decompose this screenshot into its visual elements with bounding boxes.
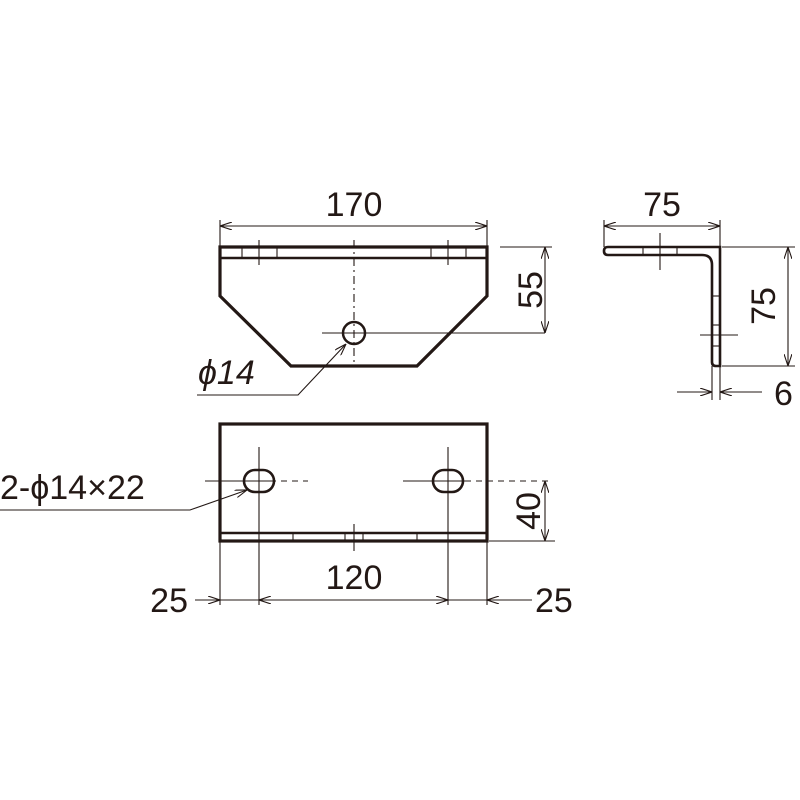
dim-label-120: 120 — [326, 559, 383, 597]
bottom-marks — [292, 524, 418, 551]
bottom-outline — [218, 422, 489, 543]
dim-label-55: 55 — [512, 271, 550, 309]
front-hole-marks — [241, 240, 467, 265]
side-view: 75 75 6 — [602, 186, 795, 413]
side-hole-marks — [642, 233, 738, 347]
slot-label: 2-ϕ14×22 — [0, 469, 145, 507]
dim-label-40: 40 — [510, 492, 548, 530]
dim-label-25-right: 25 — [535, 582, 573, 620]
dim-label-170: 170 — [326, 186, 383, 224]
dim-label-75-top: 75 — [643, 186, 681, 224]
hole-leader — [197, 344, 346, 396]
slot-leader — [0, 490, 247, 511]
dim-label-75-right: 75 — [745, 287, 783, 325]
hole-label: ϕ14 — [198, 354, 255, 392]
angle-profile — [602, 245, 722, 368]
dim-label-25-left: 25 — [150, 582, 188, 620]
front-view: 170 55 ϕ14 — [197, 186, 552, 396]
dim-label-6: 6 — [774, 375, 793, 413]
bottom-view: 40 2-ϕ14×22 120 25 25 — [0, 422, 573, 620]
